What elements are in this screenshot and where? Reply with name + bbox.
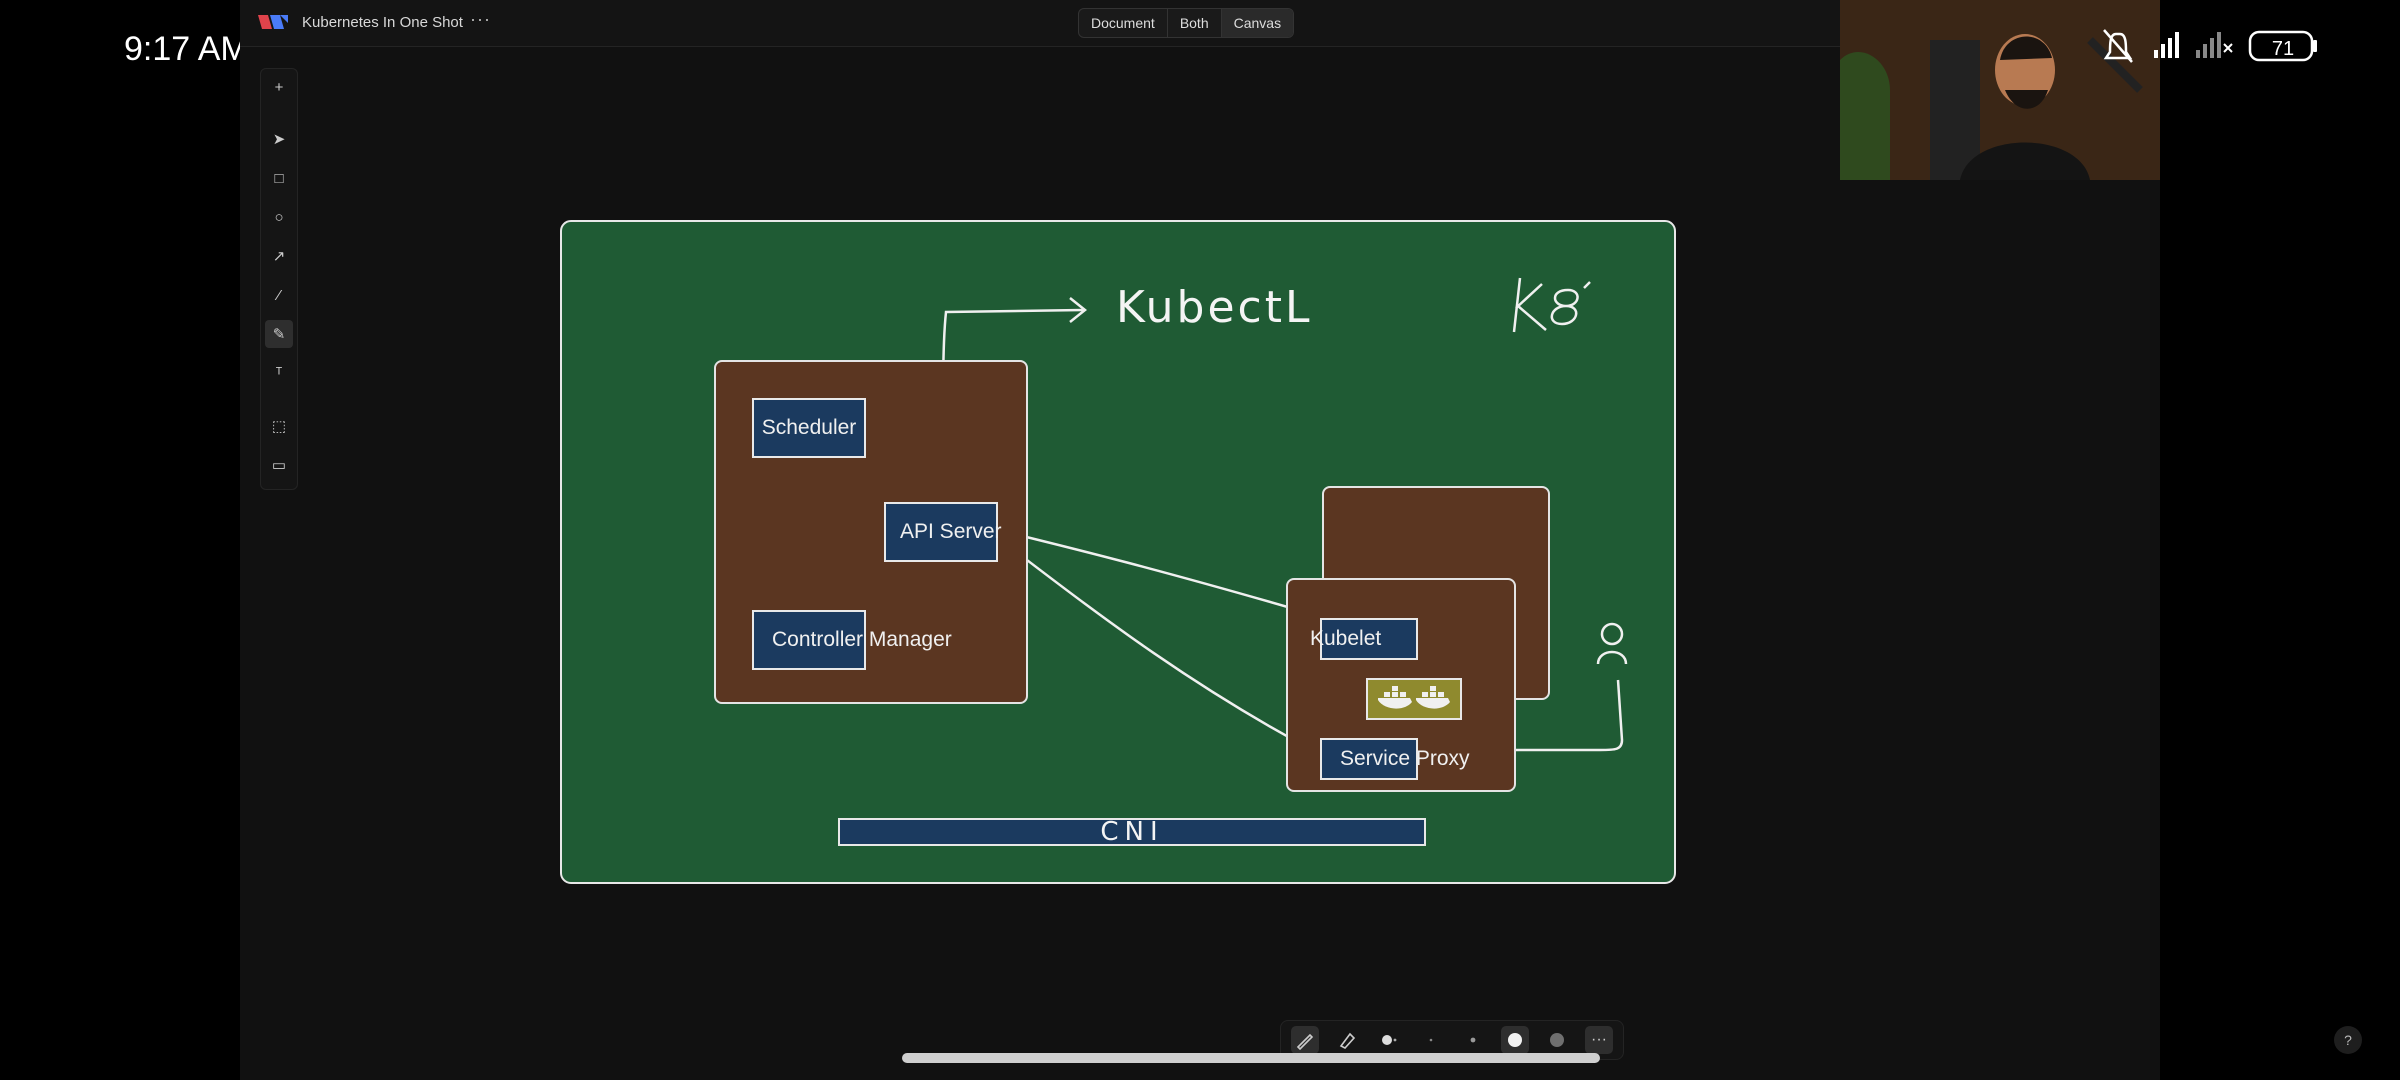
dot-medium-icon[interactable]: [1459, 1026, 1487, 1054]
presenter-video: [1840, 0, 2160, 180]
whiteboard-app: Kubernetes In One Shot ··· Document Both…: [240, 0, 2362, 1080]
scheduler-node[interactable]: Scheduler: [752, 398, 866, 458]
line-icon[interactable]: ⁄: [277, 286, 281, 304]
tab-document[interactable]: Document: [1079, 9, 1168, 37]
signal-icon: [2154, 32, 2179, 58]
dot-small-icon[interactable]: [1417, 1026, 1445, 1054]
service-proxy-label: Service Proxy: [1340, 747, 1470, 770]
canvas-diagram[interactable]: KubectL K8 Scheduler API Server Controll…: [560, 220, 1676, 884]
add-icon[interactable]: +: [274, 78, 284, 96]
pen-icon[interactable]: [1291, 1026, 1319, 1054]
highlighter-icon[interactable]: [1333, 1026, 1361, 1054]
color-white-icon[interactable]: [1501, 1026, 1529, 1054]
docker-container-icon: [1366, 678, 1462, 720]
handwritten-kubectl: KubectL: [1116, 282, 1313, 333]
comment-icon[interactable]: ▭: [271, 457, 287, 474]
handwritten-k8s: K8: [1620, 260, 1621, 261]
color-gray-icon[interactable]: [1543, 1026, 1571, 1054]
rectangle-icon[interactable]: □: [274, 169, 284, 187]
view-switcher: Document Both Canvas: [1078, 8, 1295, 38]
app-logo-icon: [258, 15, 288, 29]
kubelet-label: Kubelet: [1310, 627, 1382, 650]
controller-manager-node[interactable]: Controller Manager: [752, 610, 952, 670]
pencil-icon[interactable]: ✎: [265, 320, 293, 348]
more-icon[interactable]: ···: [1585, 1026, 1613, 1054]
more-options-button[interactable]: ···: [470, 9, 491, 29]
service-proxy-node[interactable]: Service Proxy: [1320, 738, 1470, 780]
mute-icon: [2103, 29, 2133, 63]
battery-level: 71: [2271, 38, 2295, 60]
tab-canvas[interactable]: Canvas: [1221, 9, 1294, 37]
tab-both[interactable]: Both: [1168, 9, 1222, 37]
cni-label: CNI: [1100, 817, 1164, 847]
cni-bar[interactable]: CNI: [838, 817, 1426, 847]
text-icon[interactable]: ᵀ: [275, 364, 283, 382]
kubelet-node[interactable]: Kubelet: [1310, 618, 1418, 660]
arrow-icon[interactable]: ↗: [272, 248, 286, 265]
battery-icon: [2248, 30, 2314, 62]
drawing-toolbar: + ➤ □ ○ ↗ ⁄ ✎ ᵀ ⬚ ▭: [260, 68, 298, 490]
select-icon[interactable]: ➤: [272, 131, 286, 148]
signal-weak-icon: [2196, 32, 2233, 58]
status-time: 9:17 AM: [124, 30, 249, 68]
stroke-size-icon[interactable]: [1375, 1026, 1403, 1054]
home-indicator[interactable]: [902, 1053, 1600, 1063]
frame-icon[interactable]: ⬚: [271, 418, 287, 435]
help-button[interactable]: ?: [2334, 1026, 2362, 1054]
api-server-node[interactable]: API Server: [884, 502, 1002, 562]
document-title[interactable]: Kubernetes In One Shot: [302, 14, 463, 31]
ellipse-icon[interactable]: ○: [274, 208, 284, 226]
controller-manager-label: Controller Manager: [772, 628, 952, 651]
